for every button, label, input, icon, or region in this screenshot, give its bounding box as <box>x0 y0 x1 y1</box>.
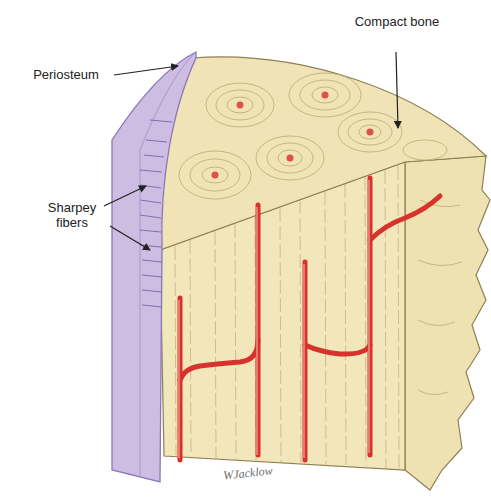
periosteum <box>112 52 196 482</box>
spongy-face <box>405 156 490 490</box>
part-label: Sharpey fibers <box>40 200 104 230</box>
part-label: Compact bone <box>352 14 442 29</box>
signature: WJacklow <box>207 462 288 485</box>
part-label: Periosteum <box>18 67 114 82</box>
top-face <box>160 57 486 250</box>
